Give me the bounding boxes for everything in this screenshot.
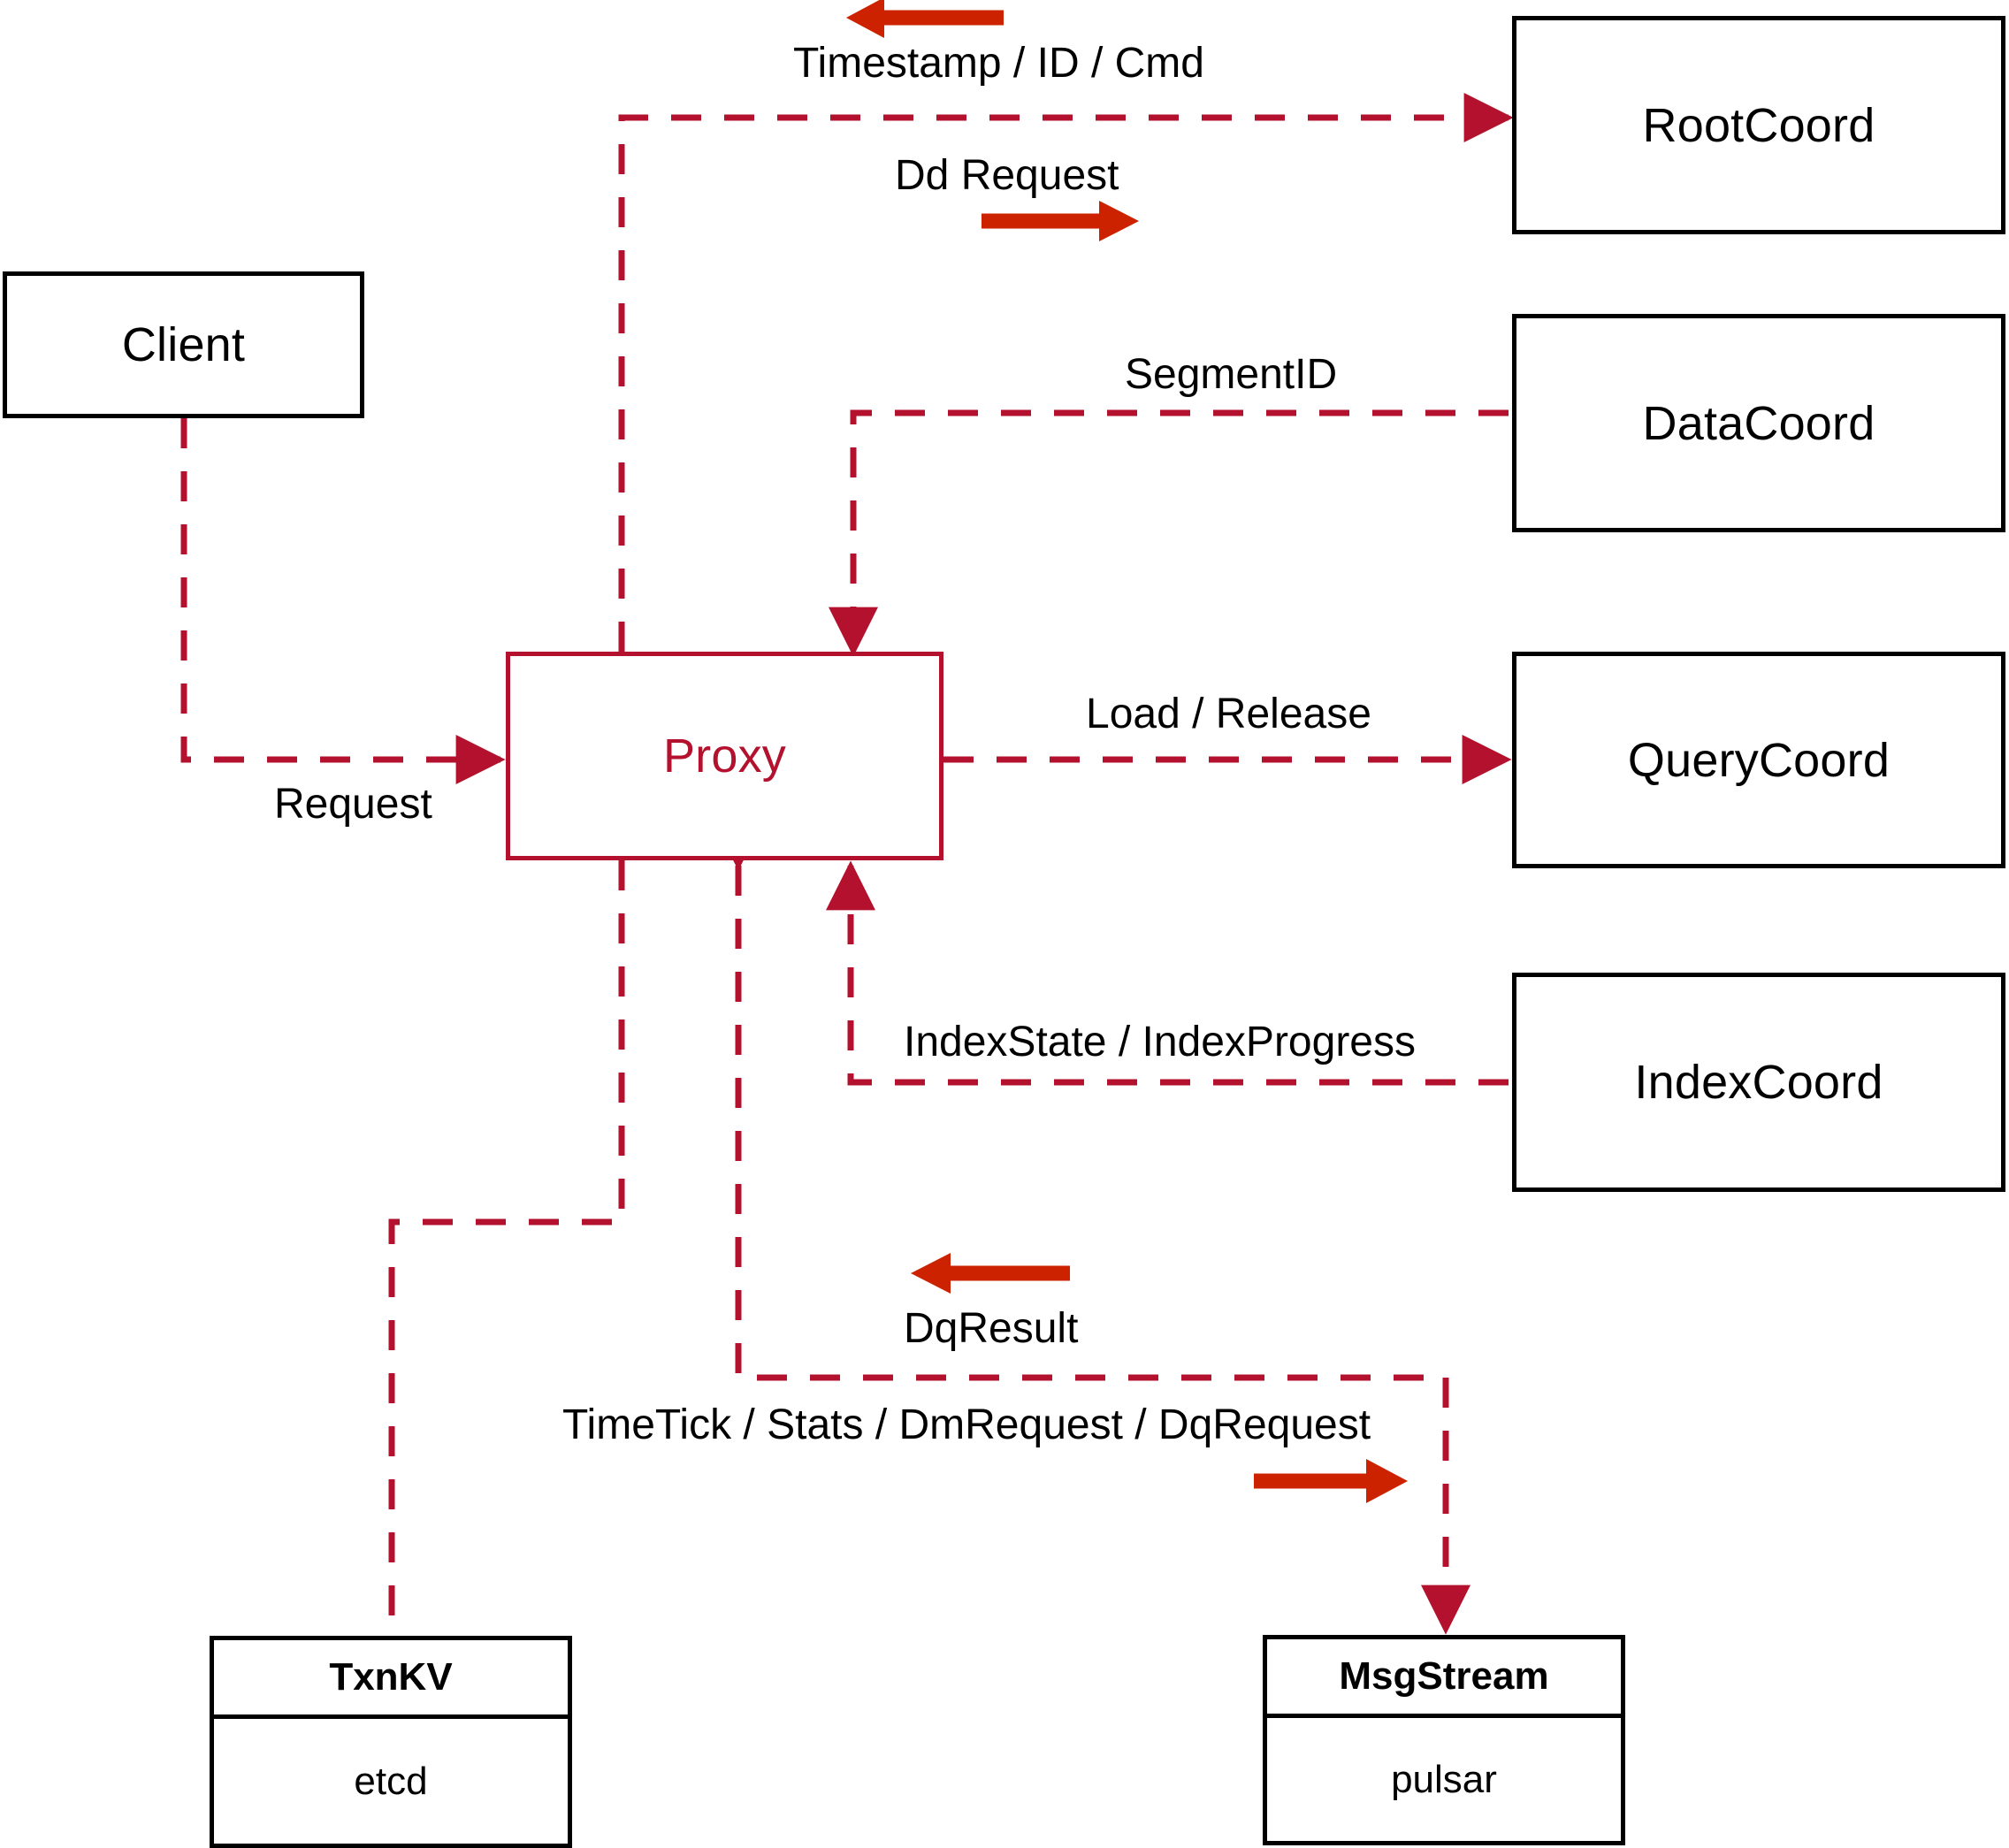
node-datacoord-label: DataCoord bbox=[1642, 396, 1875, 450]
node-rootcoord-label: RootCoord bbox=[1642, 98, 1875, 152]
dd-request-direction-arrow bbox=[982, 201, 1139, 241]
edge-indexcoord-proxy bbox=[826, 860, 1509, 1086]
node-indexcoord-label: IndexCoord bbox=[1634, 1056, 1883, 1109]
node-querycoord-label: QueryCoord bbox=[1627, 733, 1891, 787]
node-msgstream[interactable]: MsgStream pulsar bbox=[1263, 1635, 1625, 1845]
edge-label-index-state-progress: IndexState / IndexProgress bbox=[904, 1019, 1416, 1065]
node-client-label: Client bbox=[121, 318, 246, 371]
node-txnkv-header: TxnKV bbox=[214, 1640, 568, 1719]
edge-label-timetick-stats-dmrequest-dqrequest: TimeTick / Stats / DmRequest / DqRequest bbox=[562, 1401, 1371, 1448]
edge-msgstream-proxy-dqresult bbox=[714, 821, 1446, 1381]
edge-label-dq-result: DqResult bbox=[904, 1305, 1079, 1352]
dq-result-direction-arrow bbox=[911, 1253, 1070, 1294]
edge-label-timestamp-id-cmd: Timestamp / ID / Cmd bbox=[793, 40, 1204, 87]
edge-datacoord-proxy bbox=[829, 409, 1509, 657]
timetick-direction-arrow bbox=[1254, 1459, 1408, 1503]
node-msgstream-header: MsgStream bbox=[1267, 1639, 1621, 1718]
edge-label-segment-id: SegmentID bbox=[1125, 351, 1338, 398]
node-datacoord[interactable]: DataCoord bbox=[1512, 314, 2005, 532]
node-querycoord[interactable]: QueryCoord bbox=[1512, 652, 2005, 868]
edge-label-dd-request: Dd Request bbox=[895, 152, 1119, 199]
node-indexcoord[interactable]: IndexCoord bbox=[1512, 973, 2005, 1192]
node-rootcoord[interactable]: RootCoord bbox=[1512, 16, 2005, 234]
edge-proxy-rootcoord bbox=[597, 93, 1514, 697]
node-msgstream-body: pulsar bbox=[1391, 1757, 1497, 1801]
edge-label-request: Request bbox=[274, 781, 432, 828]
node-txnkv-body: etcd bbox=[354, 1759, 428, 1803]
node-proxy-label: Proxy bbox=[662, 729, 787, 783]
node-proxy[interactable]: Proxy bbox=[506, 652, 943, 860]
edge-proxy-txnkv bbox=[388, 860, 625, 1636]
edge-client-proxy bbox=[180, 418, 506, 784]
edge-label-load-release: Load / Release bbox=[1086, 691, 1371, 737]
timestamp-id-cmd-direction-arrow bbox=[846, 0, 1004, 38]
node-txnkv[interactable]: TxnKV etcd bbox=[210, 1636, 572, 1848]
node-client[interactable]: Client bbox=[3, 271, 364, 418]
